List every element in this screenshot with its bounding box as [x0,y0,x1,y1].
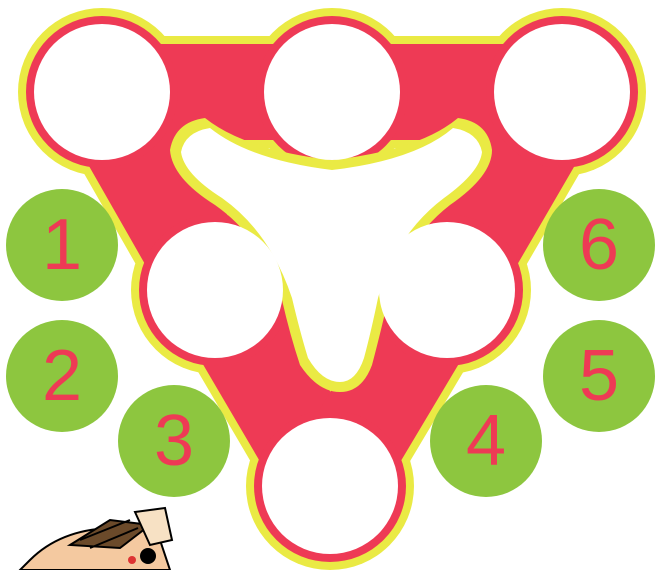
token-label: 5 [579,340,619,412]
number-token-4[interactable]: 4 [430,385,542,497]
token-label: 2 [42,340,82,412]
mascot [20,508,172,570]
slot-middle-left[interactable] [147,222,283,358]
number-token-1[interactable]: 1 [6,189,118,301]
token-label: 3 [154,405,194,477]
token-label: 1 [42,209,82,281]
slot-middle-right[interactable] [379,222,515,358]
slot-bottom[interactable] [262,418,398,554]
slot-top-center[interactable] [264,24,400,160]
number-token-3[interactable]: 3 [118,385,230,497]
token-label: 6 [579,209,619,281]
number-token-5[interactable]: 5 [543,320,655,432]
number-token-2[interactable]: 2 [6,320,118,432]
token-label: 4 [466,405,506,477]
slot-top-right[interactable] [494,24,630,160]
slot-top-left[interactable] [34,24,170,160]
number-token-6[interactable]: 6 [543,189,655,301]
cartoon-character-icon [20,508,172,570]
